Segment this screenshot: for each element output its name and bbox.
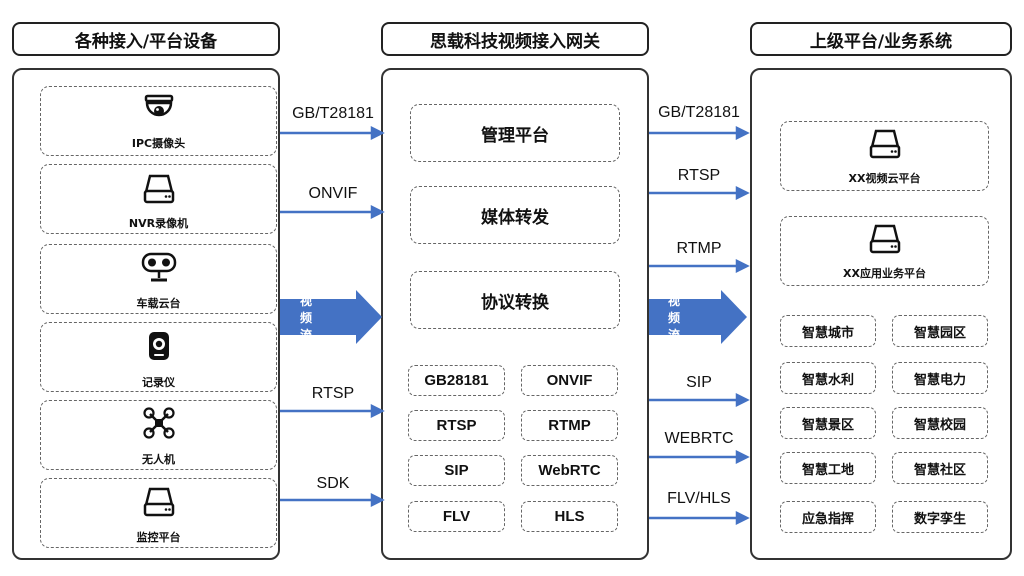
- device-label: IPC摄像头: [131, 137, 186, 150]
- vehicle-ptz-icon: [141, 252, 176, 282]
- system-smart-city: 智慧城市: [780, 315, 876, 347]
- device-label: 车载云台: [136, 297, 181, 310]
- device-vehicle-ptz: 车载云台: [40, 244, 277, 314]
- device-label: 无人机: [142, 453, 175, 466]
- server-icon: [869, 129, 900, 159]
- right-connector-lines: [649, 125, 750, 526]
- protocol-hls: HLS: [521, 501, 618, 532]
- platform-app-business: XX应用业务平台: [780, 216, 989, 286]
- device-label: 记录仪: [142, 376, 175, 389]
- module-management: 管理平台: [410, 104, 620, 162]
- protocol-webrtc: WebRTC: [521, 455, 618, 486]
- platform-video-cloud: XX视频云平台: [780, 121, 989, 191]
- panel-gateway: [381, 68, 649, 560]
- device-recorder: 记录仪: [40, 322, 277, 392]
- protocol-rtmp: RTMP: [521, 410, 618, 441]
- system-smart-scenic: 智慧景区: [780, 407, 876, 439]
- drone-icon: [142, 407, 175, 439]
- system-smart-construction: 智慧工地: [780, 452, 876, 484]
- recorder-icon: [148, 332, 169, 360]
- left-conn-sdk: SDK: [316, 475, 350, 492]
- header-center: 思载科技视频接入网关: [381, 22, 649, 56]
- device-ipc: IPC摄像头: [40, 86, 277, 156]
- system-smart-power: 智慧电力: [892, 362, 988, 394]
- device-nvr: NVR录像机: [40, 164, 277, 234]
- right-conn-flv-hls: FLV/HLS: [667, 490, 731, 507]
- device-label: 监控平台: [136, 531, 181, 544]
- system-emergency-command: 应急指挥: [780, 501, 876, 533]
- system-smart-campus: 智慧校园: [892, 407, 988, 439]
- header-right: 上级平台/业务系统: [750, 22, 1012, 56]
- panel-upper: [750, 68, 1012, 560]
- left-connector-lines: [280, 125, 385, 508]
- platform-label: XX视频云平台: [848, 172, 921, 185]
- system-smart-park: 智慧园区: [892, 315, 988, 347]
- system-smart-community: 智慧社区: [892, 452, 988, 484]
- right-conn-gbt28181: GB/T28181: [658, 104, 740, 121]
- module-media-forwarding: 媒体转发: [410, 186, 620, 244]
- right-conn-sip: SIP: [686, 374, 712, 391]
- module-protocol-conversion: 协议转换: [410, 271, 620, 329]
- right-conn-rtmp: RTMP: [676, 240, 722, 257]
- protocol-sip: SIP: [408, 455, 505, 486]
- header-left: 各种接入/平台设备: [12, 22, 280, 56]
- system-digital-twin: 数字孪生: [892, 501, 988, 533]
- server-icon: [869, 224, 900, 254]
- left-conn-onvif: ONVIF: [308, 185, 358, 202]
- device-drone: 无人机: [40, 400, 277, 470]
- protocol-flv: FLV: [408, 501, 505, 532]
- platform-label: XX应用业务平台: [843, 267, 926, 280]
- nvr-recorder-icon: [143, 174, 174, 204]
- protocol-rtsp: RTSP: [408, 410, 505, 441]
- device-label: NVR录像机: [128, 217, 189, 230]
- video-stream-arrow: [280, 290, 382, 344]
- ipc-camera-icon: [144, 94, 173, 117]
- video-stream-arrow: [649, 290, 747, 344]
- system-smart-water: 智慧水利: [780, 362, 876, 394]
- device-monitor-platform: 监控平台: [40, 478, 277, 548]
- right-conn-webrtc: WEBRTC: [664, 430, 734, 447]
- right-conn-rtsp: RTSP: [677, 167, 721, 184]
- left-conn-rtsp: RTSP: [311, 385, 355, 402]
- left-conn-gbt28181: GB/T28181: [292, 105, 374, 122]
- protocol-gb28181: GB28181: [408, 365, 505, 396]
- monitor-platform-icon: [143, 487, 174, 517]
- protocol-onvif: ONVIF: [521, 365, 618, 396]
